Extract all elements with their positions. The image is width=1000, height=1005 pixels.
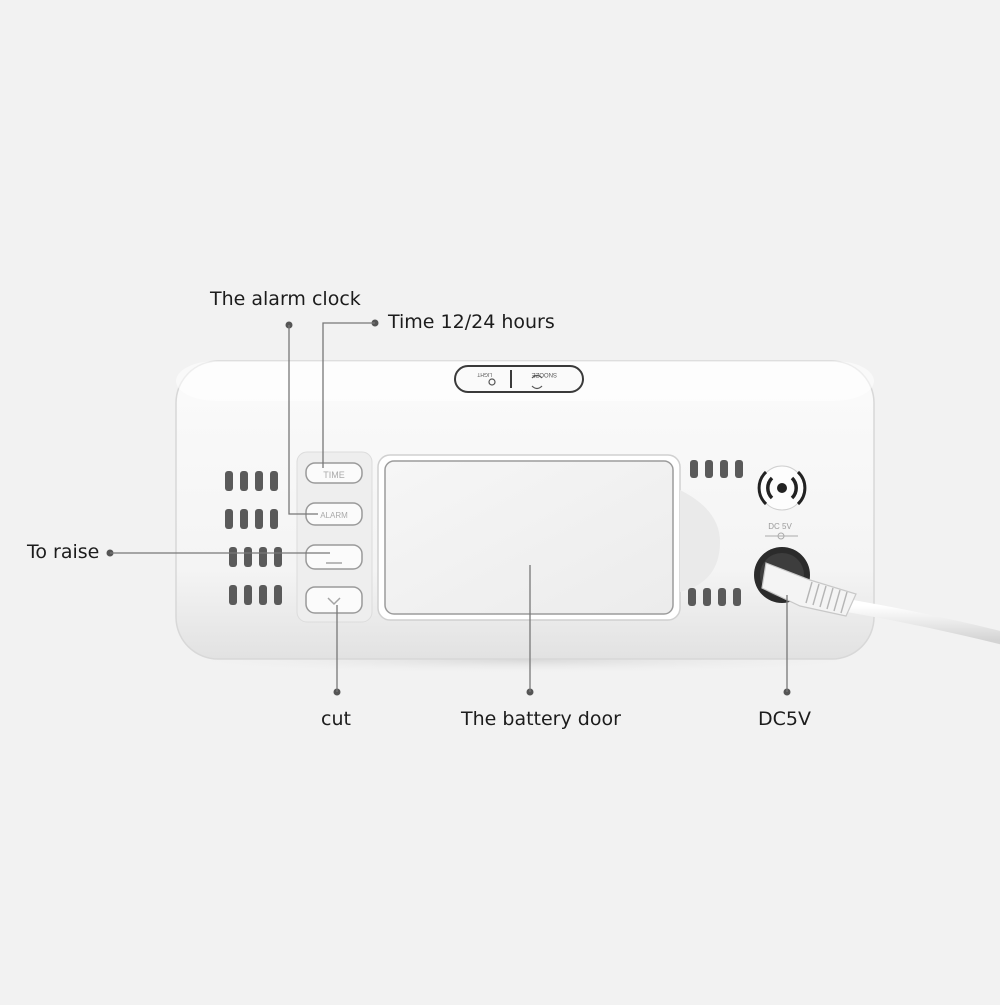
svg-text:TIME: TIME bbox=[323, 470, 345, 480]
svg-text:ALARM: ALARM bbox=[320, 511, 348, 520]
callout-battery-door: The battery door bbox=[461, 708, 621, 730]
time-button[interactable]: TIME bbox=[305, 462, 363, 484]
svg-text:LIGHT: LIGHT bbox=[477, 371, 492, 377]
callout-alarm-clock: The alarm clock bbox=[210, 288, 361, 310]
left-vent-grille bbox=[225, 471, 282, 605]
snooze-light-panel: SNOOZE LIGHT bbox=[454, 365, 584, 393]
chevron-down-icon bbox=[327, 597, 341, 606]
svg-text:DC 5V: DC 5V bbox=[768, 522, 792, 531]
sound-sensor-icon bbox=[757, 465, 807, 511]
dc-jack-marking: DC 5V bbox=[765, 522, 798, 540]
up-button[interactable] bbox=[305, 544, 363, 570]
button-column: TIME ALARM bbox=[296, 451, 373, 623]
callout-dc5v: DC5V bbox=[758, 708, 811, 730]
power-cable bbox=[761, 562, 1000, 645]
battery-door bbox=[377, 454, 720, 621]
snooze-icon bbox=[531, 374, 543, 390]
callout-time-format: Time 12/24 hours bbox=[388, 311, 555, 333]
down-button[interactable] bbox=[305, 586, 363, 614]
callout-leaders bbox=[106, 319, 791, 696]
svg-text:SNOOZE: SNOOZE bbox=[532, 371, 557, 377]
right-vent-grille bbox=[688, 460, 743, 606]
light-icon bbox=[488, 378, 496, 386]
callout-to-raise: To raise bbox=[27, 541, 100, 563]
callout-cut: cut bbox=[321, 708, 351, 730]
